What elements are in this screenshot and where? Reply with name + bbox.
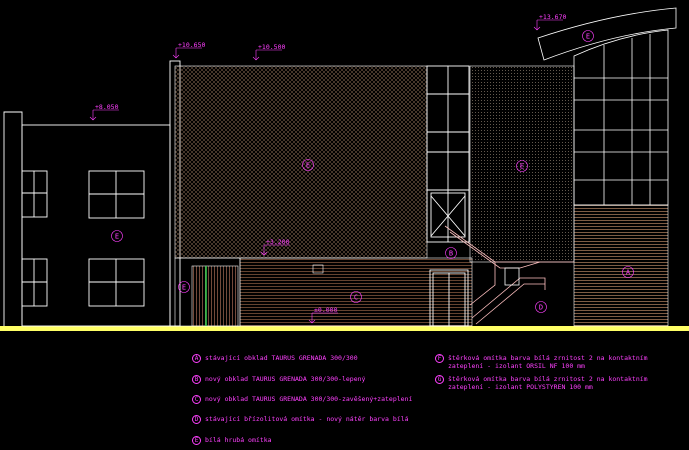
- left-building: [3, 111, 171, 327]
- legend-mark: C: [192, 395, 201, 404]
- legend-text: zateplení - izolant POLYSTYREN 100 mm: [448, 383, 593, 391]
- external-staircase: [444, 225, 574, 325]
- level-markers: +10.650 +10.500 +13.670 +8.050 +3.200 ±0.000: [89, 13, 566, 324]
- legend-text: nový obklad TAURUS GRENADA 300/300-lepen…: [205, 375, 366, 383]
- level-marker: ±0.000: [308, 306, 338, 324]
- svg-text:A: A: [626, 269, 631, 277]
- level-marker: +10.500: [252, 43, 285, 61]
- svg-text:+8.050: +8.050: [95, 103, 119, 111]
- svg-text:E: E: [586, 33, 590, 41]
- material-marker-a: A: [622, 266, 634, 278]
- material-markers: E E E E E A C D B: [111, 30, 634, 313]
- svg-text:+13.670: +13.670: [539, 13, 566, 21]
- entrance-door: [429, 269, 469, 327]
- svg-text:+3.200: +3.200: [266, 238, 290, 246]
- legend-text: štěrková omítka barva bílá zrnitost 2 na…: [448, 375, 648, 383]
- legend-text: zateplení - izolant ORSIL NF 100 mm: [448, 362, 585, 370]
- svg-text:E: E: [306, 162, 310, 170]
- legend-mark: D: [192, 415, 201, 424]
- svg-text:B: B: [449, 250, 453, 258]
- legend-text: štěrková omítka barva bílá zrnitost 2 na…: [448, 354, 648, 362]
- svg-text:E: E: [520, 163, 524, 171]
- material-marker-d: D: [535, 301, 547, 313]
- legend-mark: F: [435, 354, 444, 363]
- glass-pavilion: [537, 7, 677, 327]
- material-marker-e: E: [111, 230, 123, 242]
- legend-text: nový obklad TAURUS GRENADA 300/300-zavěš…: [205, 395, 413, 403]
- svg-text:C: C: [354, 294, 358, 302]
- right-wall: [469, 65, 575, 263]
- legend-text: stávající obklad TAURUS GRENADA 300/300: [205, 354, 358, 362]
- legend-text: bílá hrubá omítka: [205, 436, 272, 444]
- level-marker: +13.670: [533, 13, 566, 31]
- level-marker: +8.050: [89, 103, 119, 121]
- material-marker-b: B: [445, 247, 457, 259]
- material-marker-e: E: [178, 281, 190, 293]
- legend-mark: E: [192, 436, 201, 445]
- level-marker: +10.650: [172, 41, 205, 59]
- legend-mark: G: [435, 375, 444, 384]
- svg-text:D: D: [539, 304, 543, 312]
- svg-text:E: E: [182, 284, 186, 292]
- svg-text:+10.500: +10.500: [258, 43, 285, 51]
- material-marker-e: E: [516, 160, 528, 172]
- svg-text:±0.000: ±0.000: [314, 306, 338, 314]
- legend-mark: A: [192, 354, 201, 363]
- legend-mark: B: [192, 375, 201, 384]
- legend-text: stávající břízolitová omítka - nový nátě…: [205, 415, 409, 423]
- material-marker-c: C: [350, 291, 362, 303]
- ground-line: [0, 326, 689, 331]
- material-marker-e: E: [582, 30, 594, 42]
- level-marker: +3.200: [260, 238, 290, 256]
- stair-tower: [426, 65, 470, 243]
- svg-text:+10.650: +10.650: [178, 41, 205, 49]
- material-marker-e: E: [302, 159, 314, 171]
- svg-text:E: E: [115, 233, 119, 241]
